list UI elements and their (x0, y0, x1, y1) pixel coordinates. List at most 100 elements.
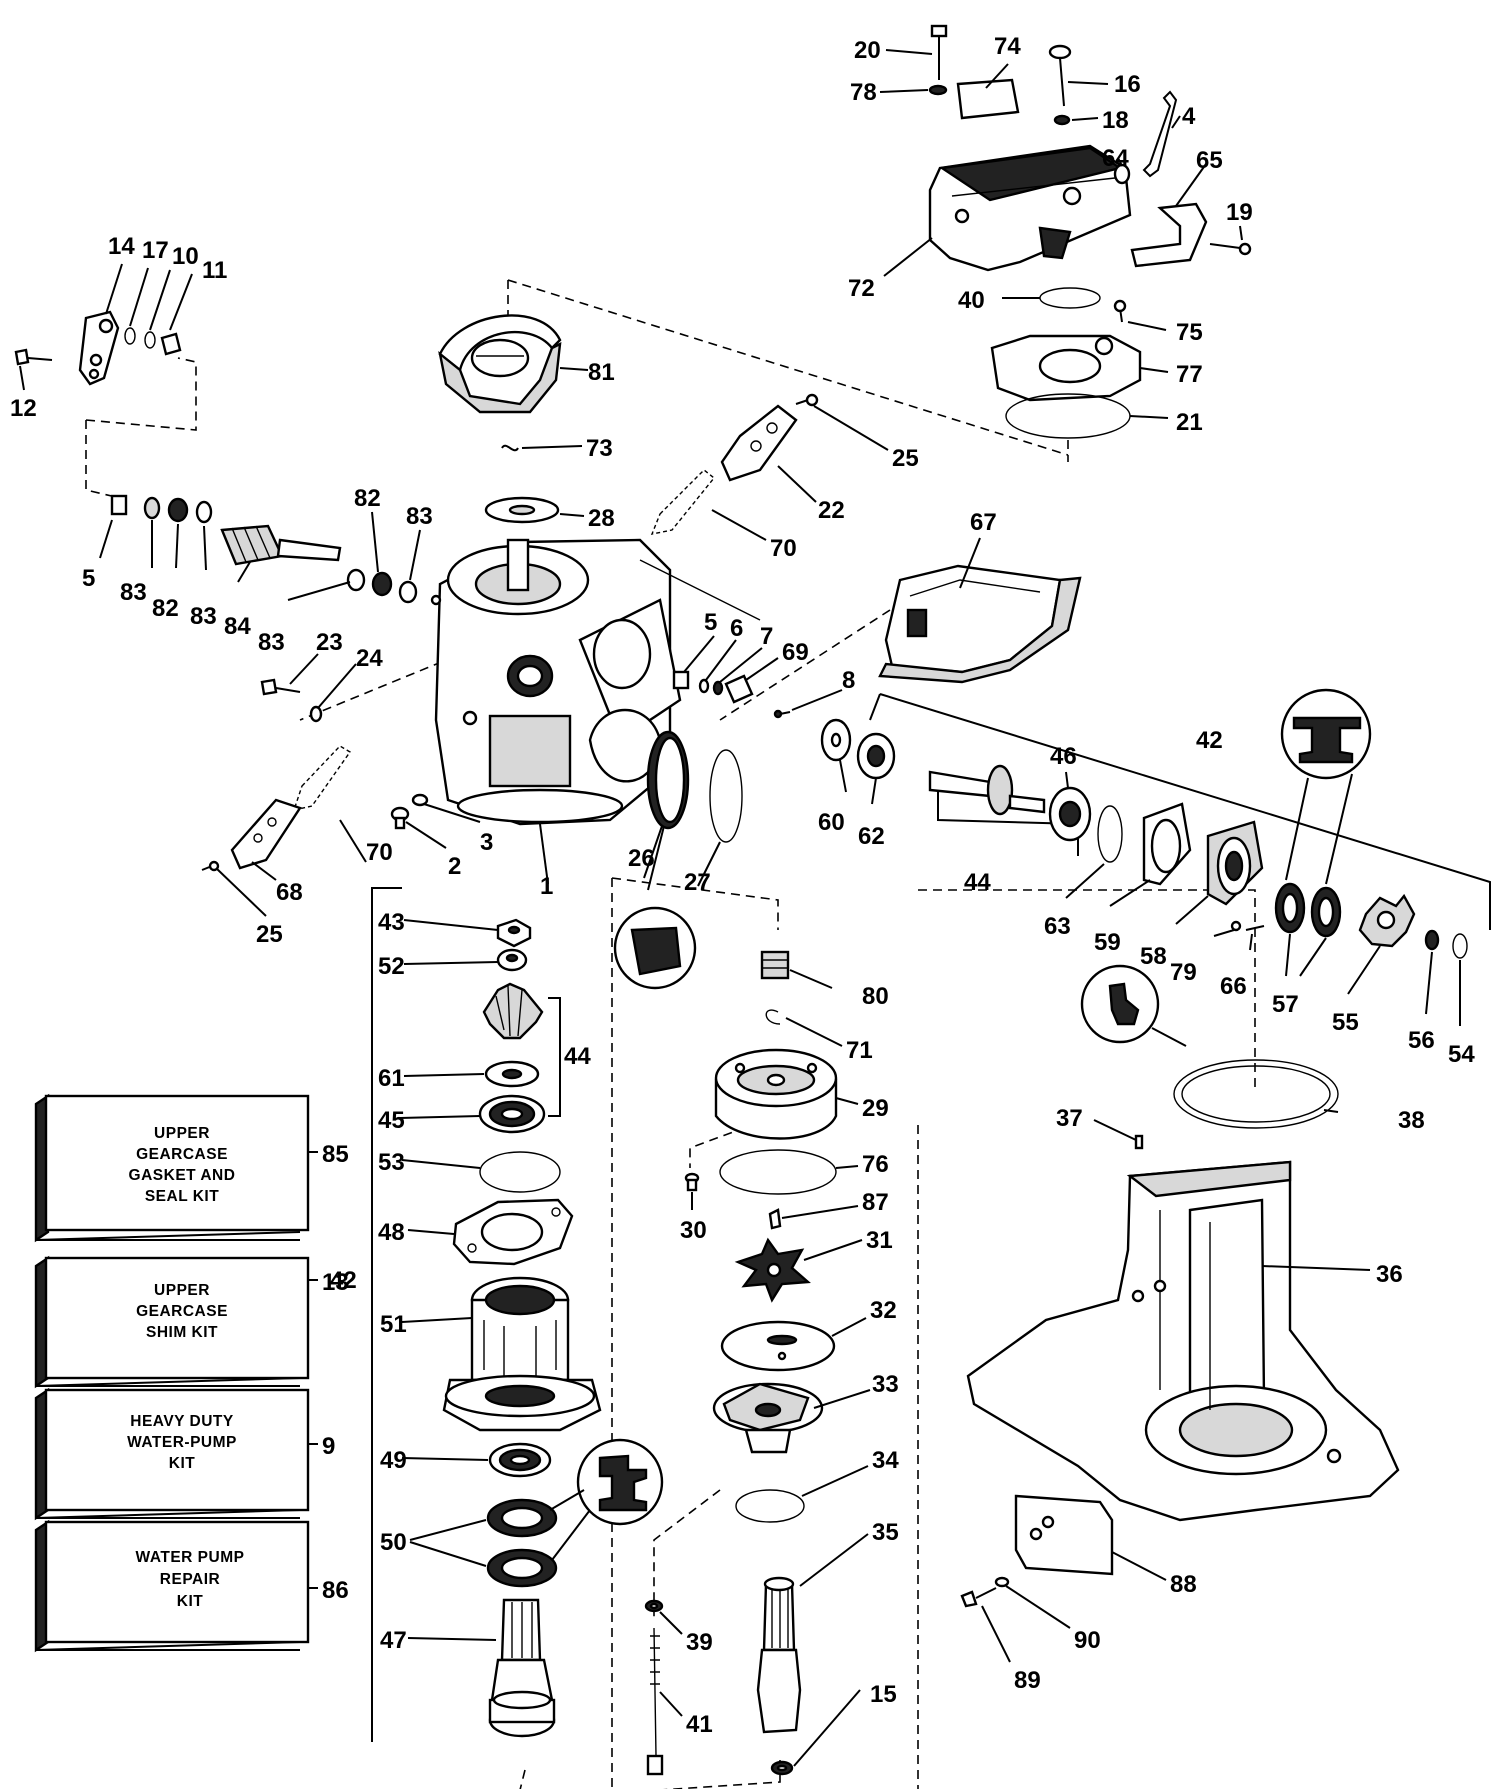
callout-87: 87 (862, 1189, 889, 1216)
callout-68: 68 (276, 879, 303, 906)
callout-5-right: 5 (704, 609, 717, 636)
o-ring-27 (709, 749, 743, 843)
callout-15: 15 (870, 1681, 897, 1708)
callout-85: 85 (322, 1141, 349, 1168)
kit-13-line3: SHIM KIT (146, 1324, 218, 1341)
callout-49: 49 (380, 1447, 407, 1474)
bearing-housing-51 (442, 1276, 602, 1432)
leader-lines (19, 49, 1461, 1767)
callout-28: 28 (588, 505, 615, 532)
gasket-59 (1142, 802, 1192, 886)
callout-35: 35 (872, 1519, 899, 1546)
callout-2: 2 (448, 853, 461, 880)
bearing-housing-58 (1206, 820, 1264, 906)
o-ring-63 (1097, 805, 1123, 863)
pump-housing-29 (714, 1048, 838, 1140)
bearing-45 (478, 1094, 546, 1134)
callout-17: 17 (142, 237, 169, 264)
washer-24 (309, 705, 323, 723)
pump-base-33 (712, 1382, 824, 1454)
clip-7 (712, 680, 724, 696)
callout-4: 4 (1182, 103, 1196, 130)
screw-19 (1209, 243, 1241, 249)
o-ring-40 (1039, 287, 1101, 309)
callout-33: 33 (872, 1371, 899, 1398)
callout-66: 66 (1220, 973, 1247, 1000)
callout-54: 54 (1448, 1041, 1475, 1068)
key-87 (768, 1208, 782, 1230)
o-ring-53 (479, 1151, 561, 1193)
callout-44-center: 44 (564, 1043, 591, 1070)
bearing-62 (856, 732, 896, 780)
nut-56 (1424, 929, 1440, 951)
callout-58: 58 (1140, 943, 1167, 970)
bearing-83-a (143, 496, 161, 520)
callout-61: 61 (378, 1065, 405, 1092)
worm-shaft-84 (220, 524, 342, 566)
callout-63: 63 (1044, 913, 1071, 940)
bolt-12 (14, 348, 53, 366)
grommet-30 (684, 1172, 700, 1192)
bearing-46 (1048, 786, 1092, 842)
callout-11: 11 (202, 257, 227, 284)
o-ring-76 (719, 1149, 837, 1195)
callout-48: 48 (378, 1219, 405, 1246)
kit-9-line3: KIT (169, 1455, 196, 1472)
callout-25-bottom: 25 (256, 921, 283, 948)
kit-9-line1: HEAVY DUTY (130, 1413, 234, 1430)
washer-17 (124, 327, 136, 345)
bolt-16 (1048, 44, 1072, 107)
detail-circle-seal-top (1280, 688, 1372, 885)
o-ring-54 (1452, 933, 1468, 959)
kit-box-gasket-seal: UPPER GEARCASE GASKET AND SEAL KIT (34, 1093, 318, 1243)
callout-42-right: 42 (1196, 727, 1223, 754)
bearing-83-b (195, 500, 213, 524)
callout-36: 36 (1376, 1261, 1403, 1288)
callout-77: 77 (1176, 361, 1203, 388)
screw-66 (1245, 925, 1265, 931)
washer-10 (144, 331, 156, 349)
callout-70-bottom: 70 (366, 839, 393, 866)
callout-43: 43 (378, 909, 405, 936)
callout-42-left: 42 (330, 1267, 357, 1294)
callout-56: 56 (1408, 1027, 1435, 1054)
callout-52: 52 (378, 953, 405, 980)
callout-57: 57 (1272, 991, 1299, 1018)
washer-78 (928, 84, 948, 96)
callout-47: 47 (380, 1627, 407, 1654)
callout-60: 60 (818, 809, 845, 836)
drive-shaft-47 (488, 1598, 556, 1738)
detail-circle-housing (1080, 964, 1187, 1047)
callout-41: 41 (686, 1711, 713, 1738)
callout-39: 39 (686, 1629, 713, 1656)
kit-85-line1: UPPER (154, 1125, 210, 1142)
callout-46: 46 (1050, 743, 1077, 770)
callout-3: 3 (480, 829, 493, 856)
seals-57 (1274, 882, 1342, 938)
kit-86-line2: REPAIR (160, 1571, 220, 1588)
gasket-70-top (650, 469, 715, 535)
gear-81 (438, 314, 562, 414)
callout-30: 30 (680, 1217, 707, 1244)
callout-84: 84 (224, 613, 251, 640)
seal-34 (735, 1489, 805, 1523)
stud-41 (646, 1627, 664, 1776)
washer-79 (1230, 920, 1242, 932)
bearing-82-b (371, 571, 393, 597)
ring-71 (765, 1009, 781, 1025)
bolt-23 (260, 678, 301, 696)
gear-69 (724, 674, 754, 704)
cable-4 (1142, 90, 1178, 178)
bracket-lines (371, 693, 1491, 1742)
callout-labels: 20 74 16 78 18 4 64 65 19 72 40 75 77 21… (10, 33, 1475, 1738)
bearing-83-d (398, 580, 418, 604)
kit-85-line4: SEAL KIT (145, 1188, 219, 1205)
callout-14: 14 (108, 233, 135, 260)
callout-78: 78 (850, 79, 877, 106)
callout-75: 75 (1176, 319, 1203, 346)
impeller-55 (1358, 893, 1416, 948)
callout-38: 38 (1398, 1107, 1425, 1134)
callout-83-a: 83 (120, 579, 147, 606)
callout-76: 76 (862, 1151, 889, 1178)
